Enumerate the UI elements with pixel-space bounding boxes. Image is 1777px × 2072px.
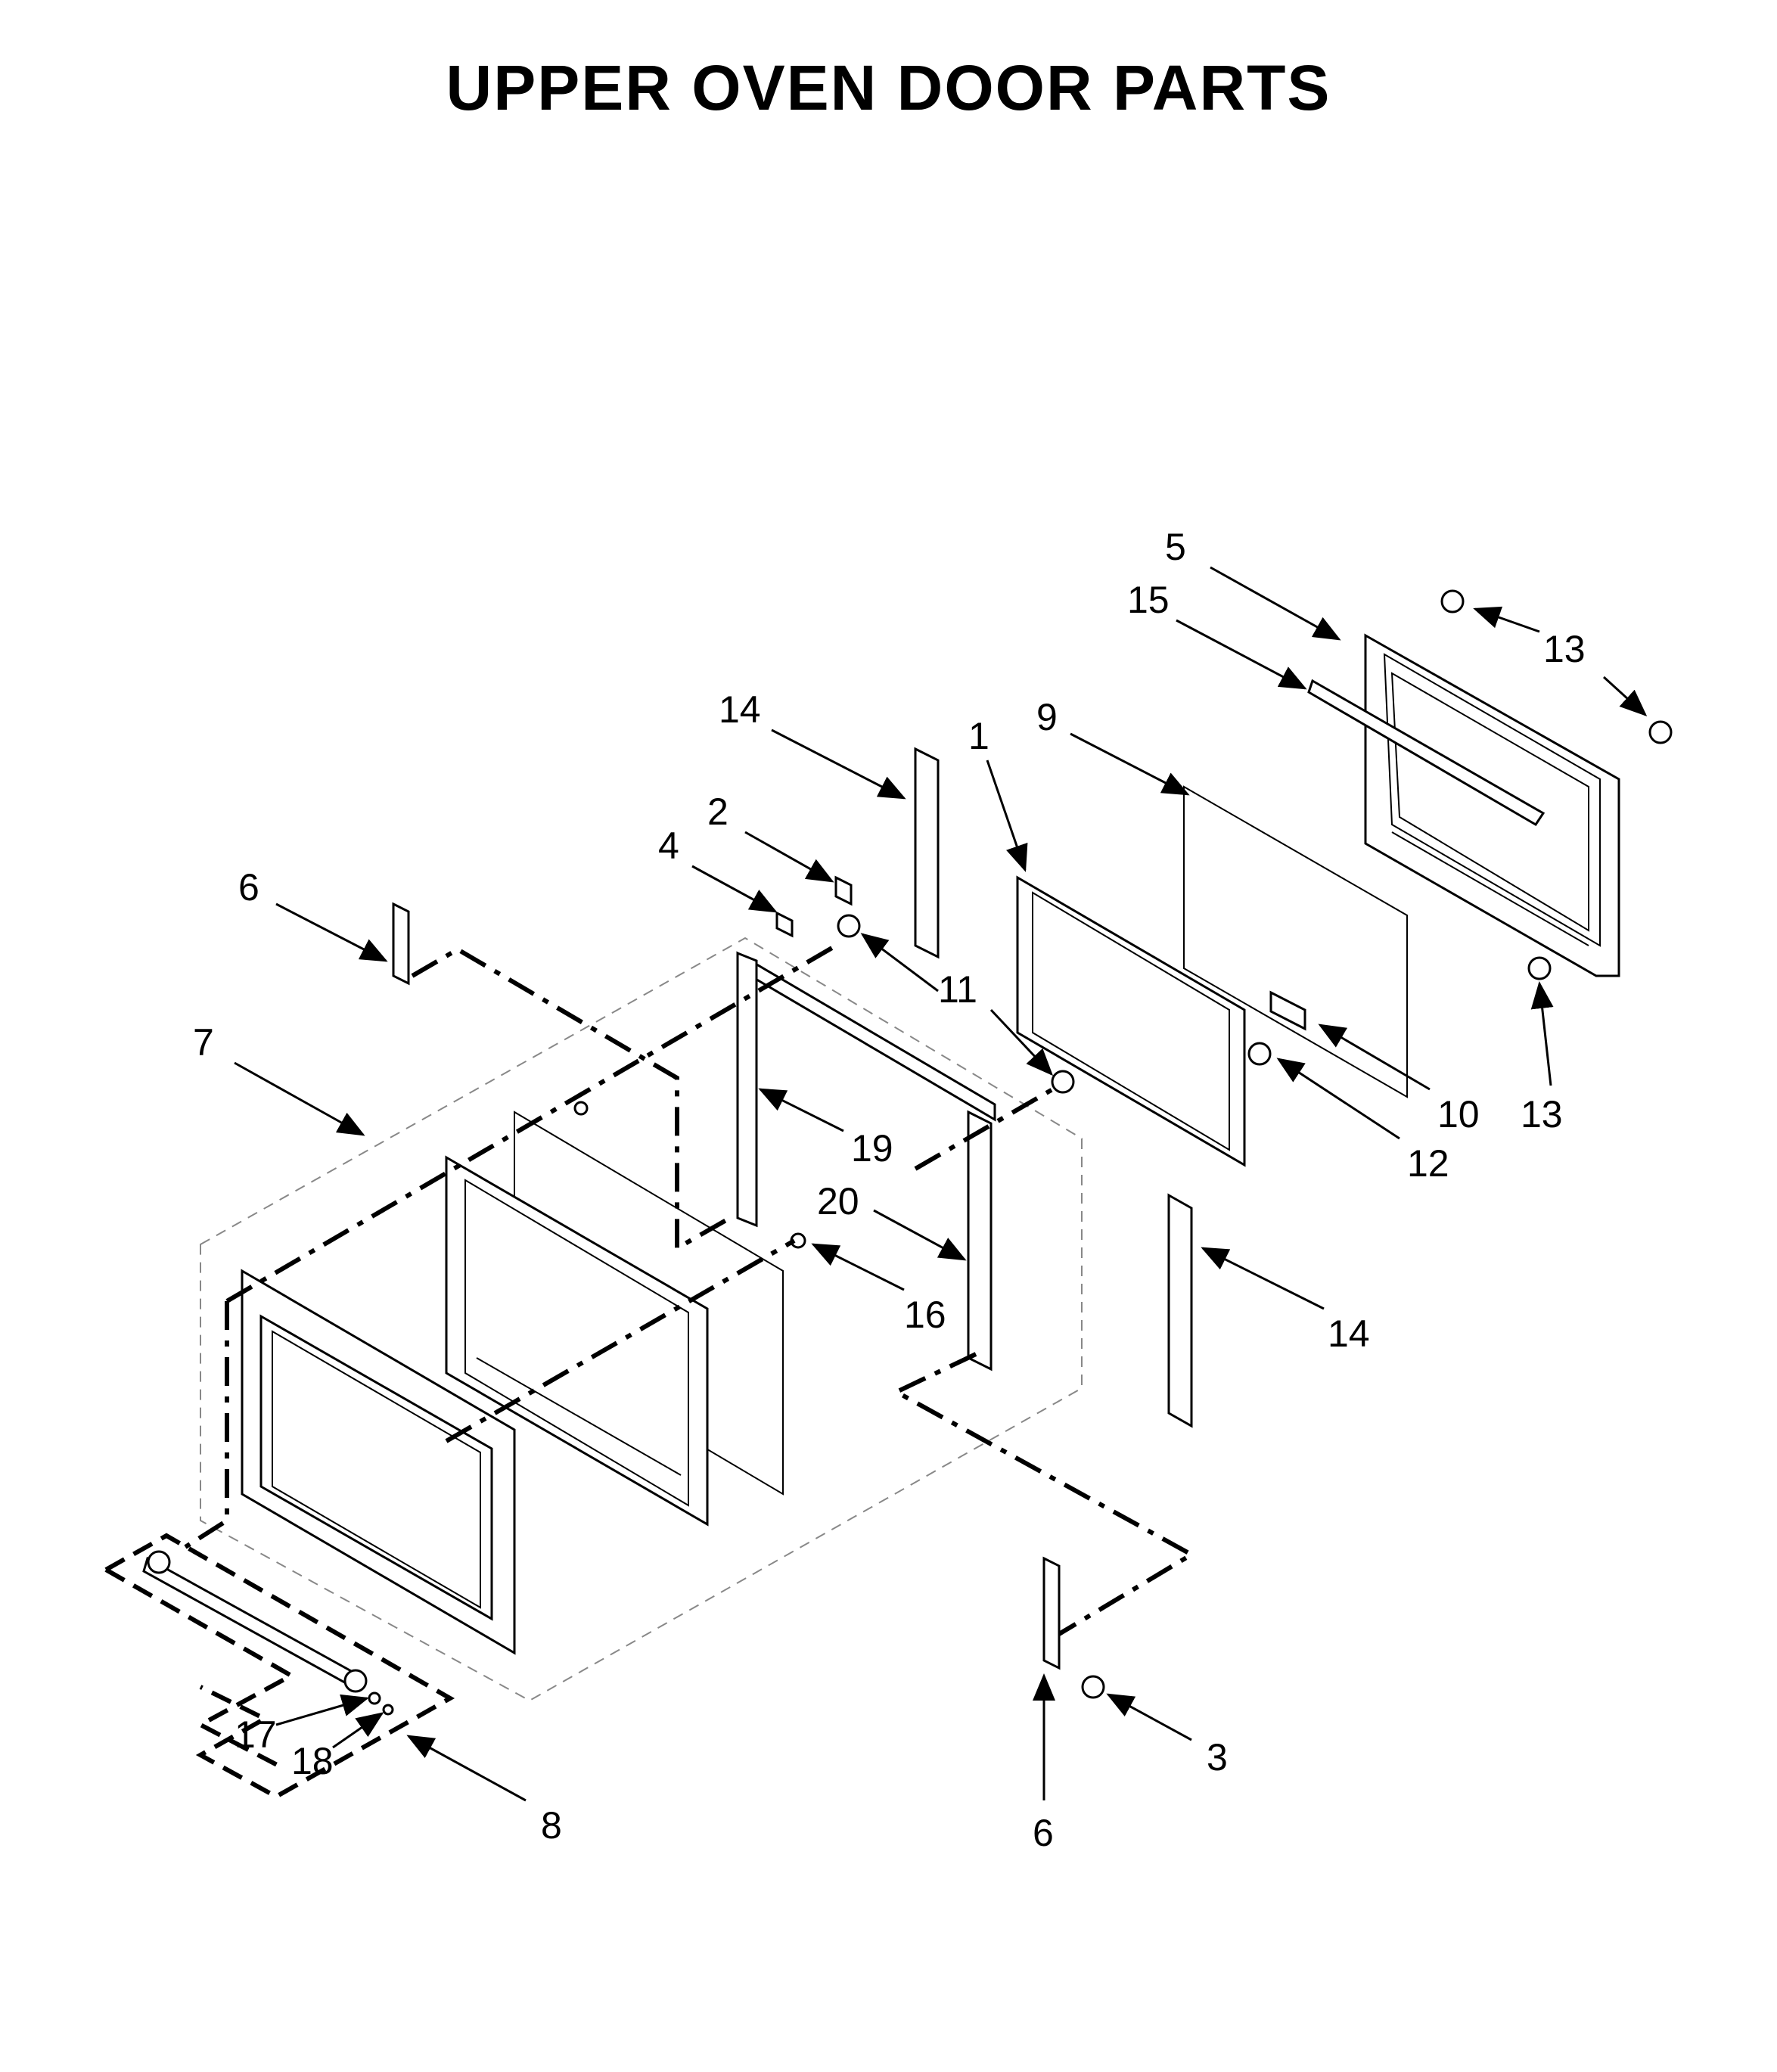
leader-2 [744,831,834,883]
leader-8 [406,1735,527,1802]
leader-17 [275,1694,369,1726]
leader-11b [989,1008,1054,1076]
leader-4 [691,865,778,913]
leader-12 [1276,1058,1400,1140]
callout-18: 18 [291,1740,334,1782]
screw-13-upper-left[interactable] [1440,589,1465,614]
leader-18 [332,1712,384,1749]
bumper-upper[interactable] [573,1101,589,1116]
screw-3[interactable] [1081,1675,1105,1699]
leader-20 [873,1209,967,1261]
callout-labels: 5 15 13 14 1 9 2 4 6 11 7 10 13 19 12 20… [193,526,1586,1854]
leader-6a [275,902,388,962]
leader-13a-left [1473,606,1540,633]
assembly-line-mid [445,1238,796,1443]
handle-box-lower [104,1567,297,1769]
callout-8: 8 [541,1804,562,1847]
inner-glass-panel[interactable] [1183,785,1408,1098]
leader-3 [1106,1693,1192,1741]
assembly-line-top [225,943,837,1303]
callout-15: 15 [1127,579,1170,621]
clip[interactable] [834,875,853,906]
handle-box [104,1533,455,1800]
callout-5: 5 [1165,526,1186,568]
leader-11a [860,933,939,993]
callout-20: 20 [817,1180,859,1222]
callout-11: 11 [938,968,977,1011]
inner-door-frame[interactable] [1364,633,1620,977]
leader-19 [758,1088,844,1132]
washer-17[interactable] [368,1691,381,1705]
callout-19: 19 [851,1127,893,1170]
leader-1 [986,760,1028,872]
callout-13: 13 [1543,628,1586,670]
assembly-line-lower [891,1352,1197,1636]
small-bracket[interactable] [775,911,794,938]
door-side-bracket[interactable] [967,1110,993,1371]
leader-9 [1070,732,1190,796]
callout-2: 2 [707,791,729,833]
screw-18[interactable] [382,1704,394,1716]
outer-door-panel[interactable] [241,1269,516,1655]
callout-9: 9 [1036,696,1058,738]
screw-12[interactable] [1247,1042,1272,1066]
callout-6: 6 [238,866,259,909]
leader-7 [234,1061,365,1136]
callout-7: 7 [193,1021,214,1064]
callout-14: 14 [719,688,761,731]
door-top-frame[interactable] [736,951,996,1228]
callout-14: 14 [1328,1312,1370,1355]
callout-17: 17 [235,1713,277,1756]
callout-1: 1 [968,715,989,757]
callout-3: 3 [1207,1736,1228,1778]
callout-16: 16 [904,1294,946,1336]
callout-13: 13 [1521,1093,1563,1135]
leader-14b [1201,1247,1325,1310]
glass-bracket[interactable] [1269,990,1306,1031]
frame-strip[interactable] [1307,679,1546,827]
hinge-lower[interactable] [1042,1556,1061,1670]
callout-10: 10 [1437,1093,1480,1135]
glass-pack-frame[interactable] [1016,875,1246,1167]
leader-16 [811,1243,905,1291]
leader-5 [1210,566,1341,641]
screw-13-lower[interactable] [1527,956,1552,980]
leader-13b [1530,981,1554,1086]
screw-11-upper[interactable] [837,914,861,938]
callout-6: 6 [1033,1812,1054,1854]
hinge-upper[interactable] [392,902,410,986]
door-handle[interactable] [142,1550,368,1693]
inner-door-liner[interactable] [445,1111,784,1527]
assembly-line-side [184,1301,229,1549]
callout-12: 12 [1407,1142,1449,1185]
callout-4: 4 [658,825,679,867]
door-assembly-outline [200,937,1083,1702]
side-channel-lower[interactable] [1167,1193,1193,1428]
leader-15 [1176,619,1307,690]
diagram-title: UPPER OVEN DOOR PARTS [446,52,1331,123]
assembly-line-hinge-upper [411,946,732,1253]
leader-10 [1318,1024,1431,1091]
assembly-line-right [914,1083,1061,1171]
screw-13-upper-right[interactable] [1648,720,1673,744]
side-channel-upper[interactable] [914,747,940,959]
leader-14a [771,728,906,800]
leader-13a-right [1602,676,1648,717]
screw-11-lower[interactable] [1051,1070,1075,1094]
